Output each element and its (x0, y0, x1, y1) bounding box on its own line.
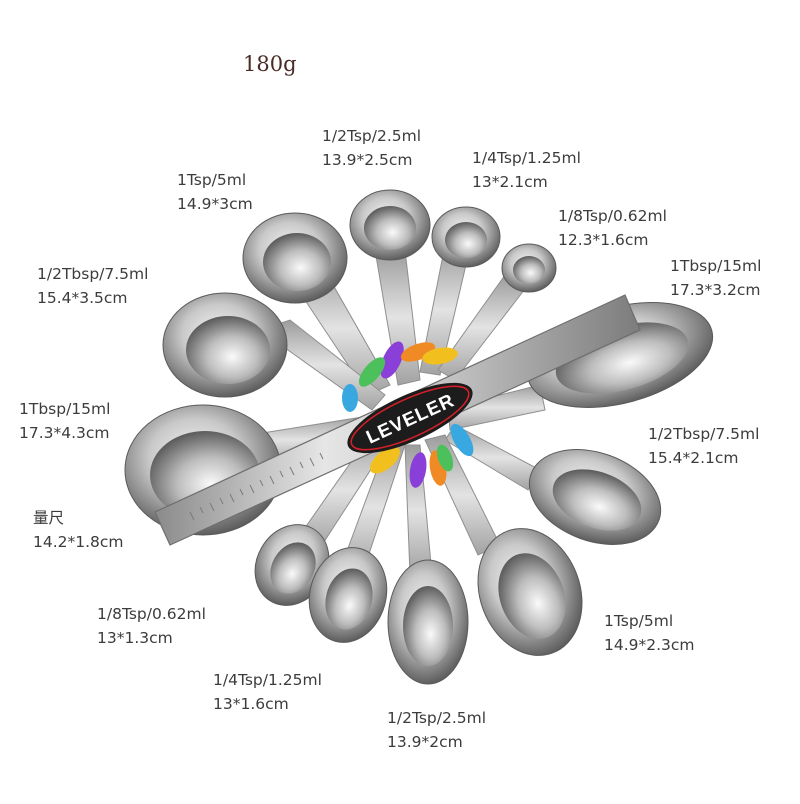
insert-green (358, 357, 386, 387)
product-weight: 180g (243, 52, 297, 76)
leveler-ruler-ticks (189, 452, 324, 521)
insert-orange (400, 342, 436, 362)
insert-purple-2 (409, 452, 427, 488)
silicone-inserts (342, 341, 474, 488)
leveler-badge (347, 382, 473, 454)
insert-blue (342, 384, 358, 412)
insert-yellow-2 (370, 446, 400, 474)
insert-yellow (422, 347, 458, 365)
insert-blue-2 (450, 423, 474, 457)
insert-purple (380, 341, 404, 379)
insert-green-2 (436, 444, 454, 472)
